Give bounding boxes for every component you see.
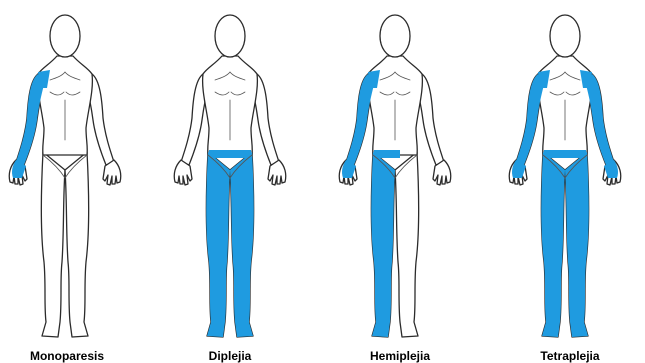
figure-monoparesis [0, 0, 130, 354]
caption-figure-3: Hemiplejia [335, 349, 465, 363]
figure-hemiplejia [330, 0, 460, 354]
caption-figure-2: Diplejia [165, 349, 295, 363]
diagram-canvas: Monoparesis Diplejia Hemiplejia Tetraple… [0, 0, 645, 354]
caption-figure-1: Monoparesis [2, 349, 132, 363]
figure-diplejia [165, 0, 295, 354]
figure-tetraplejia [500, 0, 630, 354]
caption-figure-4: Tetraplejia [505, 349, 635, 363]
